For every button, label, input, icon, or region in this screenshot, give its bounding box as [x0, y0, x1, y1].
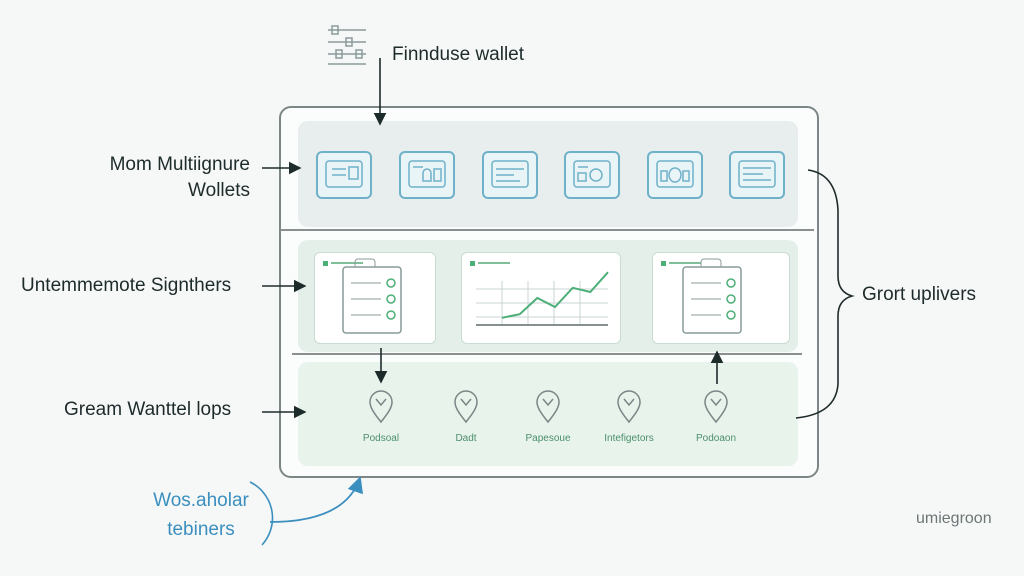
growth-chart-icon — [470, 261, 609, 326]
pin-item: Podsoal — [331, 390, 431, 444]
location-pin-icon — [704, 390, 728, 424]
signer-document-icon — [661, 258, 742, 334]
signer-panel-right — [652, 252, 790, 344]
pin-label: Papesoue — [525, 433, 571, 444]
pin-label: Intefigetors — [604, 433, 654, 444]
bottom-left-line1: Wos.aholar — [153, 490, 249, 511]
wallet-card-icon — [729, 151, 785, 199]
pin-label: Dadt — [455, 433, 477, 444]
bottom-left-label: Wos.aholar tebiners — [140, 486, 262, 544]
bottom-left-line2: tebiners — [167, 519, 235, 540]
watermark: umiegroon — [916, 510, 992, 527]
pin-item: Dadt — [416, 390, 516, 444]
top-label: Finnduse wallet — [392, 44, 525, 65]
pin-label: Podoaon — [695, 433, 737, 444]
row1-label-line1: Mom Multiignure — [109, 154, 250, 175]
right-label: Grort uplivers — [862, 284, 977, 305]
row1-label-line2: Wollets — [188, 180, 250, 201]
arrow-blue — [269, 476, 364, 523]
location-pin-icon — [369, 390, 393, 424]
pin-item: Papesoue — [498, 390, 598, 444]
wallet-card-icon — [482, 151, 538, 199]
location-pin-icon — [536, 390, 560, 424]
wallet-lock-icon — [564, 151, 620, 199]
location-pin-icon — [454, 390, 478, 424]
wallet-lock-icon — [647, 151, 703, 199]
signer-document-icon — [323, 258, 402, 334]
location-pin-icon — [617, 390, 641, 424]
pin-item: Intefigetors — [579, 390, 679, 444]
row2-label: Untemmemote Signthers — [21, 275, 232, 296]
growth-line — [501, 271, 609, 319]
divider-bottom — [292, 353, 802, 355]
top-stack-icon — [326, 24, 368, 66]
wallet-lock-icon — [399, 151, 455, 199]
divider-top — [280, 229, 814, 231]
wallet-card-icon — [316, 151, 372, 199]
wallet-band — [298, 121, 798, 227]
pin-item: Podoaon — [666, 390, 766, 444]
signer-chart-panel — [461, 252, 621, 344]
signer-panel-left — [314, 252, 436, 344]
row3-label: Gream Wanttel lops — [64, 399, 232, 420]
pin-label: Podsoal — [362, 433, 400, 444]
